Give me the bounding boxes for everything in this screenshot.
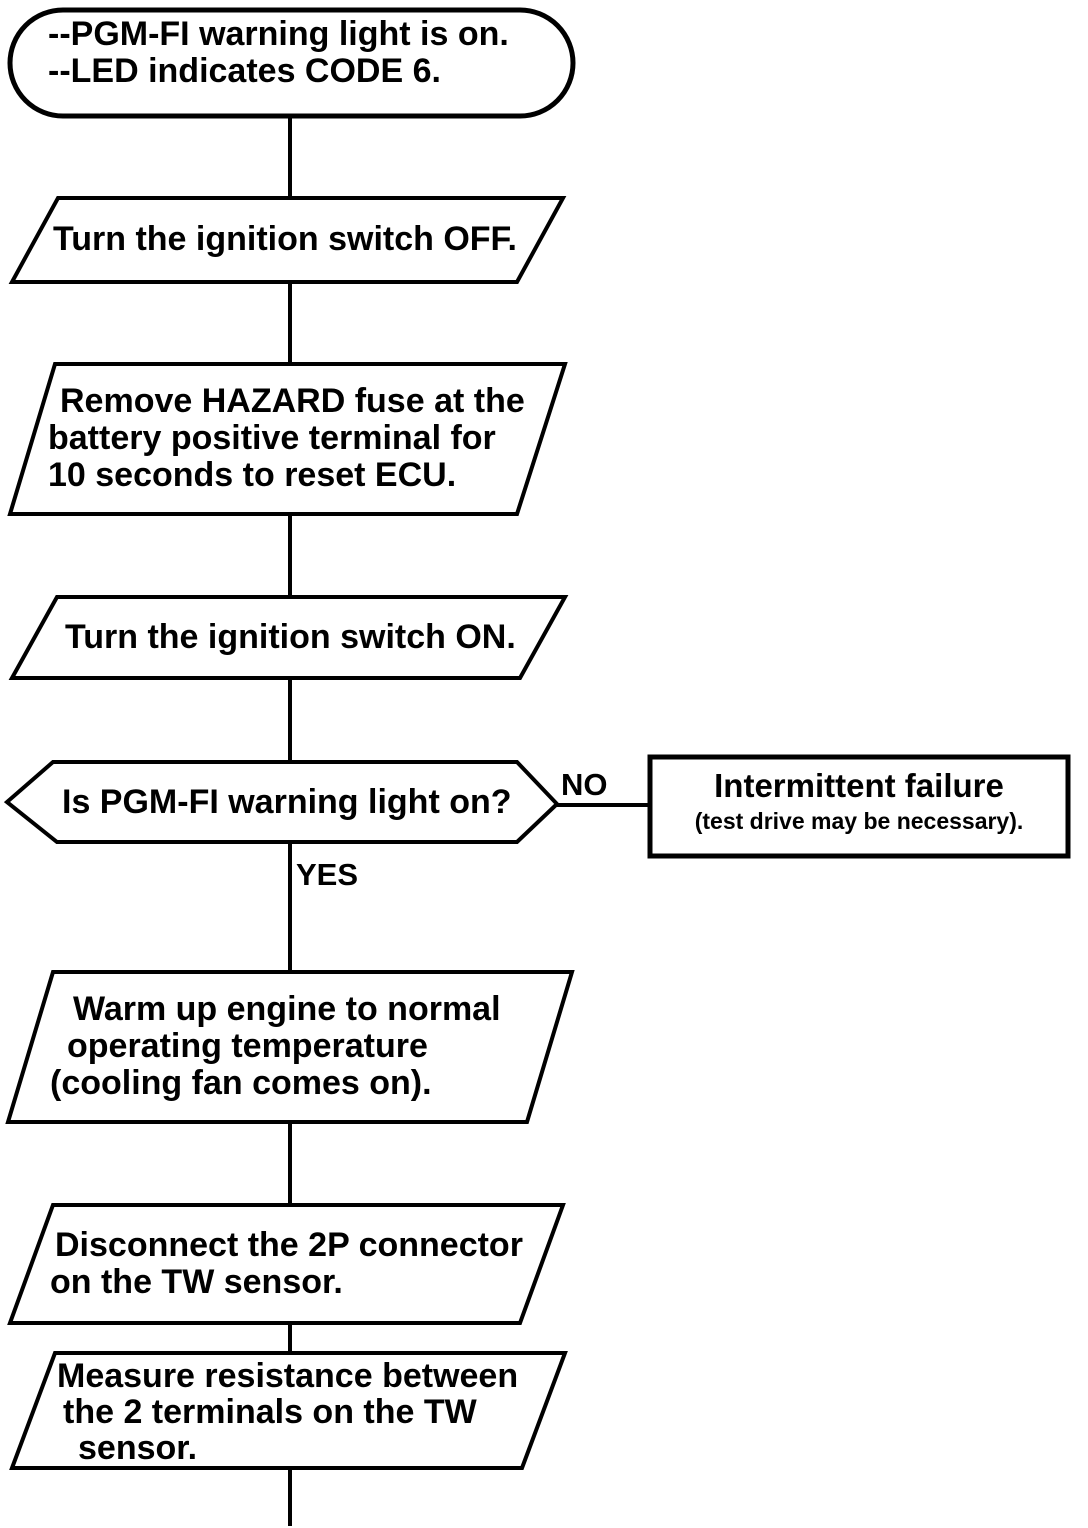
decision-warning-light-shape [3, 760, 560, 844]
process-warm-up-text: Warm up engine to normal operating tempe… [50, 991, 501, 1102]
process-disconnect-text: Disconnect the 2P connector on the TW se… [50, 1227, 523, 1301]
decision-warning-light-text: Is PGM-FI warning light on? [62, 784, 512, 821]
text-line: the 2 terminals on the TW [63, 1393, 477, 1431]
process-measure-text: Measure resistance between the 2 termina… [57, 1358, 518, 1466]
text-line: Turn the ignition switch ON. [65, 618, 516, 656]
text-line: --PGM-FI warning light is on. [48, 15, 509, 53]
text-line: Remove HAZARD fuse at the [60, 382, 525, 420]
process-disconnect-shape [7, 1203, 566, 1325]
process-remove-fuse-shape [7, 362, 568, 516]
start-terminator-shape [7, 7, 576, 119]
result-intermittent-title: Intermittent failure [714, 767, 1004, 804]
text-line: Turn the ignition switch OFF. [53, 220, 517, 258]
text-line: Is PGM-FI warning light on? [62, 783, 512, 821]
process-warm-up-shape [5, 970, 575, 1124]
process-ignition-on-shape [8, 595, 569, 680]
text-line: 10 seconds to reset ECU. [48, 456, 457, 494]
text-line: Disconnect the 2P connector [55, 1226, 523, 1264]
process-remove-fuse-text: Remove HAZARD fuse at the battery positi… [48, 383, 525, 494]
text-line: sensor. [78, 1429, 198, 1467]
text-line: battery positive terminal for [48, 419, 496, 457]
no-branch-label: NO [561, 767, 608, 802]
process-measure-shape [9, 1351, 568, 1470]
text-line: Warm up engine to normal [73, 990, 501, 1028]
start-terminator-text: --PGM-FI warning light is on. --LED indi… [48, 16, 509, 90]
connector-lines [288, 116, 652, 1526]
text-line: operating temperature [67, 1027, 428, 1065]
result-intermittent-shape [647, 754, 1071, 859]
yes-branch-label: YES [296, 857, 359, 892]
text-line: --LED indicates CODE 6. [48, 52, 441, 90]
process-ignition-off-shape [8, 196, 567, 284]
result-intermittent-subtitle: (test drive may be necessary). [694, 808, 1024, 834]
process-ignition-off-text: Turn the ignition switch OFF. [53, 221, 517, 258]
process-ignition-on-text: Turn the ignition switch ON. [65, 619, 516, 656]
text-line: on the TW sensor. [50, 1263, 343, 1301]
text-line: (cooling fan comes on). [50, 1064, 432, 1102]
text-line: Measure resistance between [57, 1357, 519, 1395]
